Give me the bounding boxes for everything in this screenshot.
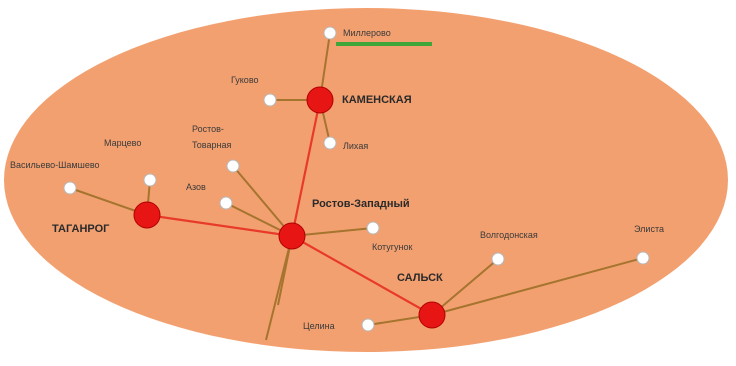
main-taganrog-rostov xyxy=(146,213,293,238)
node-likhaya xyxy=(323,136,337,150)
node-kamenskaya xyxy=(306,86,334,114)
label-rostov-tovarnaya-2: Товарная xyxy=(192,140,231,150)
node-azov xyxy=(219,196,233,210)
node-kotugun xyxy=(366,221,380,235)
label-rostov-zapadny: Ростов-Западный xyxy=(312,198,410,210)
main-rostov-salsk xyxy=(291,235,433,316)
branch-vasilyevka xyxy=(69,187,148,216)
label-volgodonskaya: Волгодонская xyxy=(480,230,538,240)
branch-rostov-tovarnaya xyxy=(232,165,293,237)
label-tselina: Целина xyxy=(303,321,335,331)
node-rostov-zapadny xyxy=(278,222,306,250)
label-taganrog: ТАГАНРОГ xyxy=(52,223,110,235)
main-kamenskaya-rostov xyxy=(290,99,322,237)
label-gukovo: Гуково xyxy=(231,75,259,85)
region-ellipse xyxy=(4,8,728,352)
main-lines xyxy=(146,99,433,316)
node-salsk xyxy=(418,301,446,329)
node-martsevo xyxy=(143,173,157,187)
node-volgodonskaya xyxy=(491,252,505,266)
label-likhaya: Лихая xyxy=(343,141,368,151)
node-gukovo xyxy=(263,93,277,107)
small-nodes xyxy=(63,26,650,332)
node-taganrog xyxy=(133,201,161,229)
branch-elista xyxy=(431,257,644,316)
label-azov: Азов xyxy=(186,182,206,192)
branch-volgodonskaya xyxy=(431,258,499,316)
node-rostov-tovarnaya xyxy=(226,159,240,173)
label-kotugun: Котугунок xyxy=(372,242,413,252)
node-tselina xyxy=(361,318,375,332)
branch-kotugun xyxy=(291,227,374,237)
label-kamenskaya: КАМЕНСКАЯ xyxy=(342,94,412,106)
label-millerovo: Миллерово xyxy=(343,28,391,38)
node-vasilyevka xyxy=(63,181,77,195)
label-martsevo: Марцево xyxy=(104,138,141,148)
main-nodes xyxy=(133,86,446,329)
label-salsk: САЛЬСК xyxy=(397,272,443,284)
node-millerovo xyxy=(323,26,337,40)
label-rostov-tovarnaya-1: Ростов- xyxy=(192,124,224,134)
branch-lines xyxy=(69,32,644,341)
node-elista xyxy=(636,251,650,265)
label-vasilyevka: Васильево-Шамшево xyxy=(10,160,100,170)
label-elista: Элиста xyxy=(634,224,664,234)
